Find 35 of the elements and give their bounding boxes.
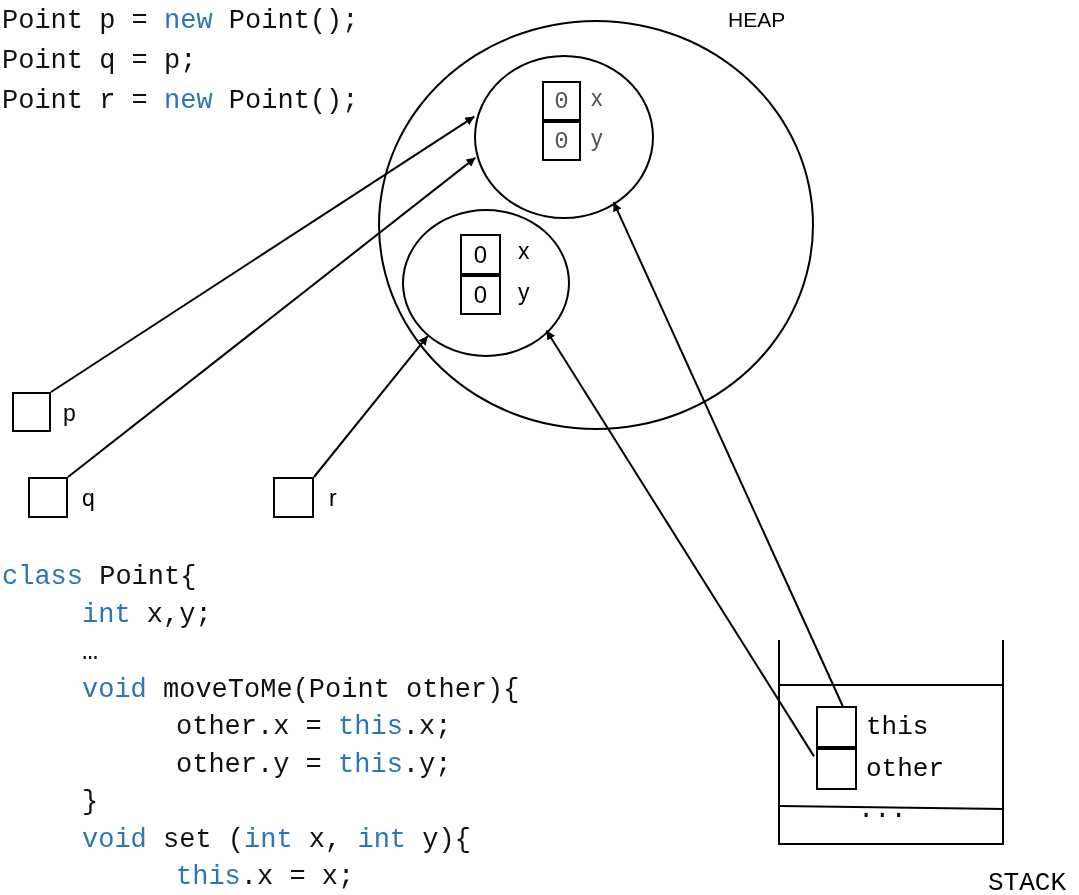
field-name: x: [591, 85, 603, 112]
code-line: int x,y;: [82, 599, 212, 630]
code-line: Point q = p;: [2, 46, 197, 76]
arrow: [50, 115, 476, 393]
field-name: y: [518, 279, 530, 306]
code-line: Point p = new Point();: [2, 6, 359, 36]
heap-title: HEAP: [728, 8, 786, 32]
code-line: …: [82, 637, 99, 667]
field-name: r: [329, 485, 337, 512]
cell-value: 0: [554, 87, 569, 115]
cell-value: 0: [554, 127, 569, 155]
field-name: other: [866, 754, 944, 784]
code-line: other.y = this.y;: [176, 749, 452, 780]
code-line: void moveToMe(Point other){: [82, 674, 520, 705]
code-line: }: [82, 787, 99, 817]
object-circle: [402, 209, 570, 357]
field-name: y: [591, 125, 603, 152]
field-name: q: [82, 485, 95, 512]
arrow: [313, 335, 429, 478]
arrow: [545, 329, 815, 758]
cell-value: 0: [473, 240, 488, 269]
code-line: void set (int x, int y){: [82, 824, 471, 855]
code-line: other.x = this.x;: [176, 712, 452, 742]
arrow: [612, 201, 844, 707]
arrow: [67, 156, 477, 478]
object-circle: [474, 55, 654, 219]
code-line: class Point{: [2, 562, 197, 592]
field-name: x: [518, 238, 530, 265]
field-name: p: [63, 400, 76, 427]
cell-value: 0: [473, 281, 488, 309]
field-name: this: [866, 712, 929, 742]
code-line: Point r = new Point();: [2, 86, 359, 116]
ellipsis: ...: [858, 795, 907, 825]
stack-title: STACK: [988, 868, 1066, 895]
code-line: this.x = x;: [176, 862, 355, 892]
